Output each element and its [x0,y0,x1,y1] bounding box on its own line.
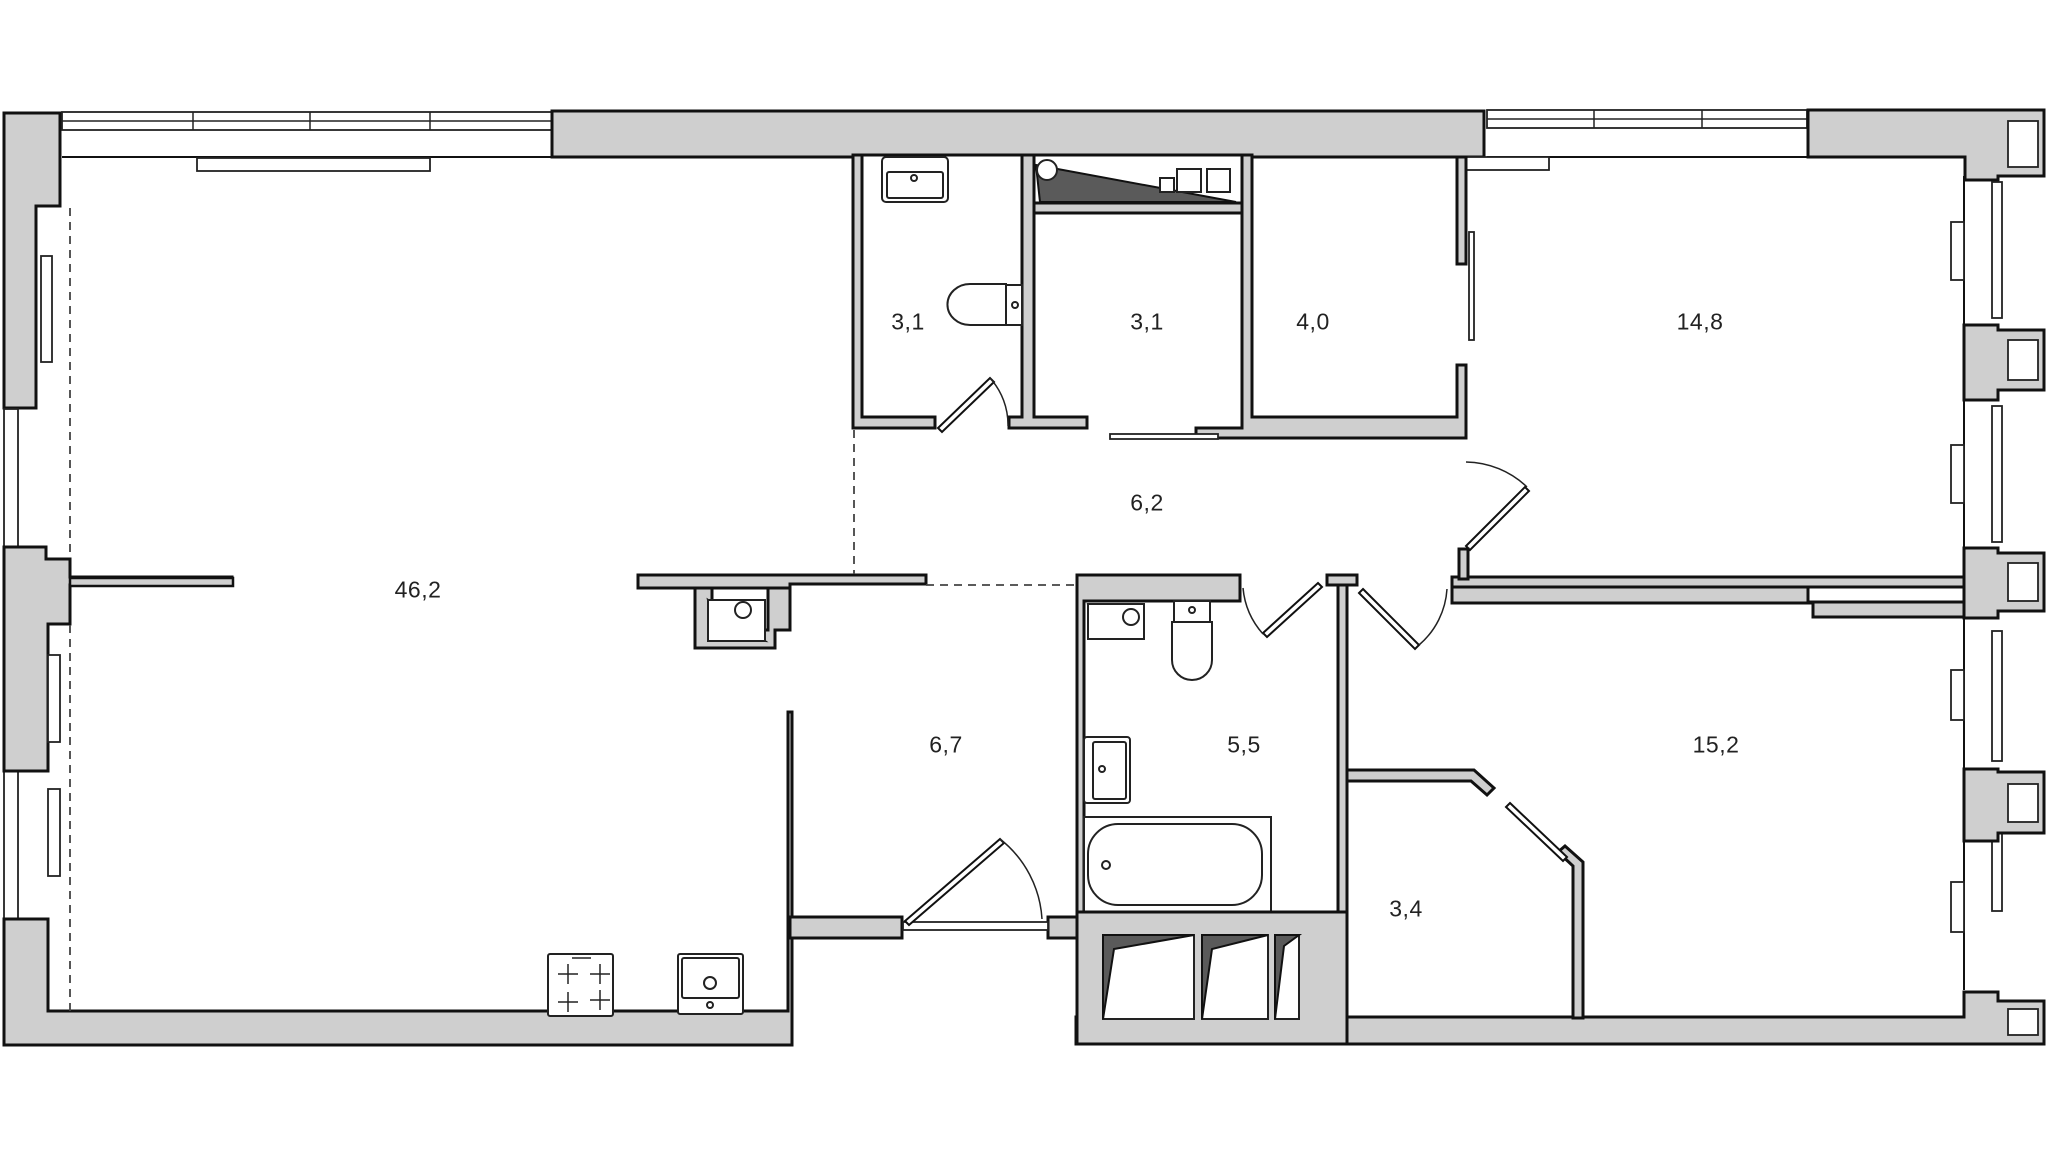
door-wardrobe[interactable] [1504,801,1569,863]
room-area-dressing: 4,0 [1296,308,1330,335]
wall-bathroom-right [1336,583,1349,917]
room-area-living-kitchen: 46,2 [394,576,442,603]
toilet-bathroom [1171,621,1213,681]
room-area-bedroom-1: 14,8 [1676,308,1724,335]
wall-bedroom2-top [1450,583,1966,619]
bathtub [1087,823,1263,906]
radiator-left-2 [47,654,61,743]
door-entrance[interactable] [903,837,1006,927]
wall-storage-right [1194,153,1468,440]
wall-top-right-corner [1806,108,2046,182]
cooktop [547,953,614,1017]
room-area-wc-1: 3,1 [891,308,925,335]
door-bathroom[interactable] [1261,581,1324,639]
chimney-4 [2007,783,2039,823]
radiator-left-3 [47,788,61,877]
room-area-storage-1: 3,1 [1130,308,1164,335]
wall-storage-shelf [1032,201,1244,215]
chimney-5 [2007,1008,2039,1036]
sliding-door-storage [1109,433,1219,440]
wall-entrance-right [1046,915,1079,940]
wall-wardrobe-top [1345,768,1497,798]
radiator-left-1 [40,255,53,363]
wall-top-center [550,109,1486,159]
chimney-1 [2007,120,2039,168]
sliding-door-dressing [1468,231,1475,341]
chimney-3 [2007,562,2039,602]
entrance-threshold[interactable] [902,921,1049,931]
room-area-hall: 6,2 [1130,489,1164,516]
window-left-2 [3,770,19,920]
radiator-bedroom-1 [1456,156,1550,171]
radiator-right-3 [1950,669,1965,721]
toilet-wc1 [946,283,1007,326]
door-bedroom-2[interactable] [1357,587,1421,651]
wall-bottom-left [2,710,794,1047]
window-left-1 [3,408,19,548]
room-area-bathroom: 5,5 [1227,731,1261,758]
meter-1 [1159,177,1175,193]
meter-3 [1206,168,1231,193]
room-area-entrance: 6,7 [929,731,963,758]
wall-dressing-right [1455,155,1468,266]
burners [558,957,610,1012]
wall-kitchen-entrance-top [636,573,928,590]
wall-entrance-bottom [788,915,904,940]
window-right-3 [1991,630,2003,762]
radiator-right-2 [1950,444,1965,504]
door-bedroom-1[interactable] [1464,485,1531,552]
meter-2 [1176,168,1202,193]
wall-hall-stub [1457,547,1470,581]
chimney-2 [2007,339,2039,381]
water-heater [1036,159,1058,181]
wall-top-left-corner [2,111,62,410]
wall-wc1 [851,153,937,430]
window-right-1 [1991,181,2003,319]
window-right-2 [1991,405,2003,543]
wall-bedroom2-top-b [1450,575,1966,589]
wall-hall-junction [1325,573,1359,587]
wall-wc1-right [1007,153,1089,430]
radiator-right-1 [1950,221,1965,281]
door-wc1[interactable] [936,376,996,434]
room-area-bedroom-2: 15,2 [1692,731,1740,758]
partition-living [68,576,235,588]
room-area-wardrobe: 3,4 [1389,895,1423,922]
wall-wardrobe-right [1555,844,1585,1020]
radiator-top-left [196,157,431,172]
radiator-right-4 [1950,881,1965,933]
